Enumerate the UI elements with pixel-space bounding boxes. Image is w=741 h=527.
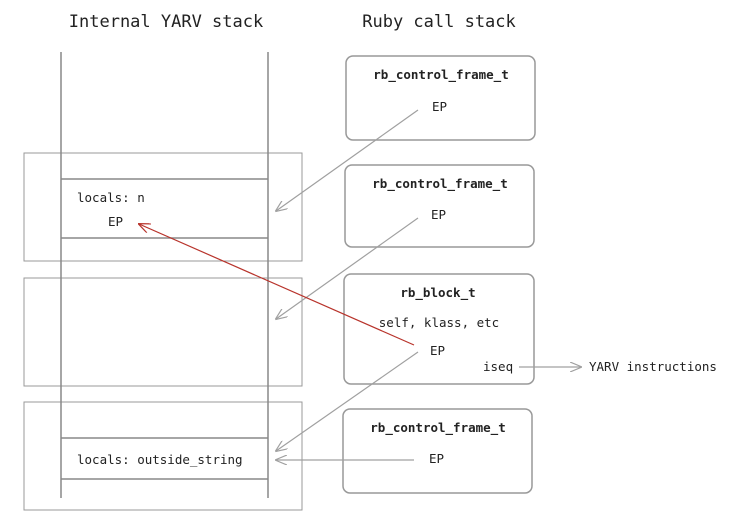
ep-arrow-frame1 [276,109,419,211]
control-frame-box-1 [345,55,536,141]
ep-arrow-frame2 [276,217,419,319]
locals-n-label: locals: n [77,190,145,205]
stack-frame-box-bottom [23,401,303,511]
control-frame-ep-2: EP [431,207,446,222]
control-frame-title-4: rb_control_frame_t [370,420,505,436]
yarv-stack-header: Internal YARV stack [69,12,263,32]
control-frame-title-1: rb_control_frame_t [373,67,508,83]
call-stack-header: Ruby call stack [362,12,516,32]
control-frame-box-4 [342,408,533,494]
control-frame-ep-4: EP [429,451,444,466]
stack-frame-box-top [23,152,303,262]
block-title: rb_block_t [400,285,475,301]
control-frame-box-2 [344,164,535,248]
block-fields: self, klass, etc [379,315,499,330]
stack-ep-label: EP [108,214,123,229]
block-ep-to-stack-arrow [139,224,415,346]
control-frame-title-2: rb_control_frame_t [372,176,507,192]
control-frame-ep-1: EP [432,99,447,114]
block-ep: EP [430,343,445,358]
stack-frame-box-middle [23,277,303,387]
locals-outside-string-label: locals: outside_string [77,452,243,467]
block-box [343,273,535,385]
ep-arrow-block [276,351,419,451]
block-iseq: iseq [483,359,513,374]
yarv-instructions-label: YARV instructions [589,359,717,374]
